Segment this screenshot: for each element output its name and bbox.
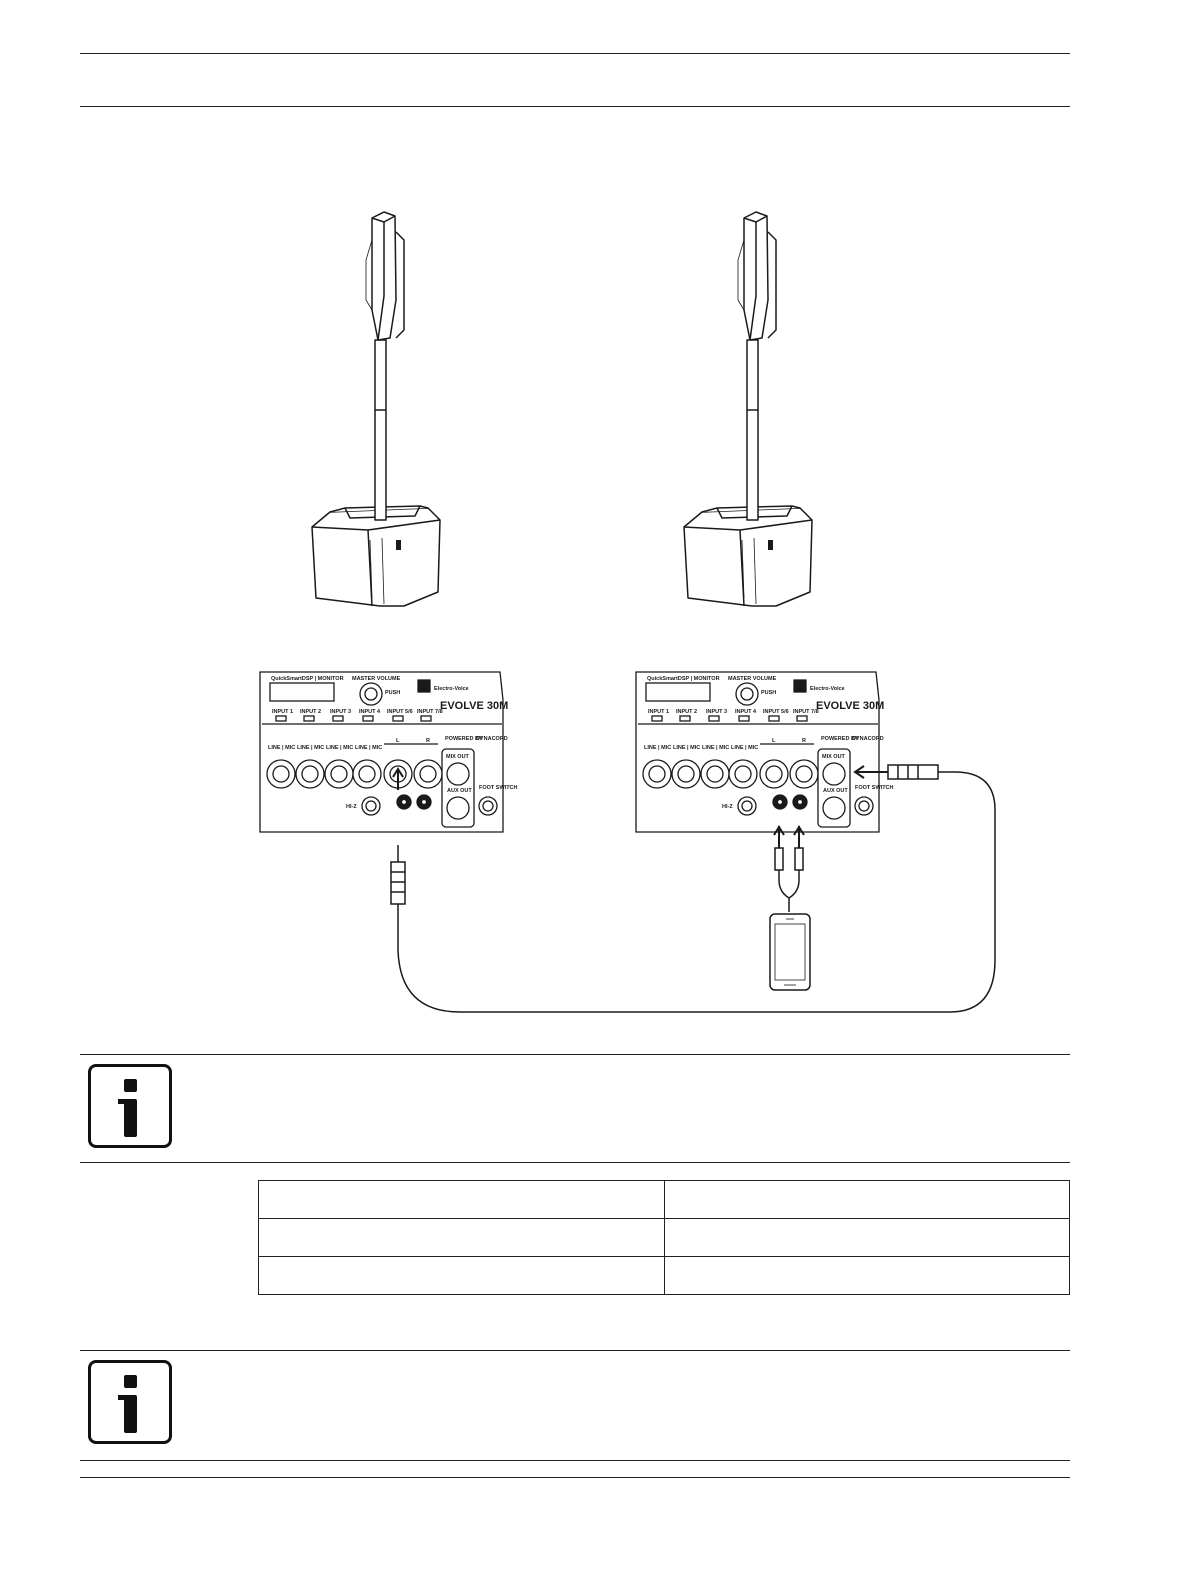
- input-2-left: INPUT 2: [300, 709, 321, 715]
- line-mic-2-right: LINE | MIC: [673, 745, 700, 751]
- header-rule-bottom: [80, 106, 1070, 107]
- rca-cables: [773, 825, 805, 912]
- connection-diagram: QuickSmartDSP | MONITOR MASTER VOLUME PU…: [259, 211, 996, 1013]
- foot-switch-right: FOOT SWITCH: [855, 785, 894, 791]
- quick-label-right: QuickSmartDSP | MONITOR: [647, 676, 720, 682]
- line-mic-3-right: LINE | MIC: [702, 745, 729, 751]
- right-label-left: R: [426, 738, 430, 744]
- brand-left: Electro-Voice: [434, 686, 469, 692]
- table-cell: [258, 1180, 665, 1219]
- input-7-8-left: INPUT 7/8: [417, 709, 443, 715]
- speaker-left: [311, 211, 441, 607]
- powered-by-left: POWERED BY: [445, 736, 483, 742]
- dynacord-left: DYNACORD: [476, 736, 508, 742]
- table-cell: [664, 1256, 1070, 1295]
- input-7-8-right: INPUT 7/8: [793, 709, 819, 715]
- right-label-right: R: [802, 738, 806, 744]
- dynacord-right: DYNACORD: [852, 736, 884, 742]
- mix-out-right: MIX OUT: [822, 754, 846, 760]
- table-cell: [258, 1218, 665, 1257]
- smartphone-icon: [769, 913, 811, 991]
- input-5-6-right: INPUT 5/6: [763, 709, 789, 715]
- input-2-right: INPUT 2: [676, 709, 697, 715]
- foot-switch-left: FOOT SWITCH: [479, 785, 518, 791]
- line-mic-4-left: LINE | MIC: [355, 745, 382, 751]
- note-rule-top-2: [80, 1350, 1070, 1351]
- line-mic-3-left: LINE | MIC: [326, 745, 353, 751]
- xlr-cable: [390, 764, 996, 1013]
- aux-out-right: AUX OUT: [823, 788, 848, 794]
- rear-panel-right: [635, 671, 880, 833]
- input-1-left: INPUT 1: [272, 709, 293, 715]
- rear-panel-left: [259, 671, 504, 833]
- note-rule-top-1: [80, 1054, 1070, 1055]
- mix-out-left: MIX OUT: [446, 754, 470, 760]
- model-right: EVOLVE 30M: [816, 700, 884, 712]
- powered-by-right: POWERED BY: [821, 736, 859, 742]
- table-cell: [664, 1218, 1070, 1257]
- input-3-right: INPUT 3: [706, 709, 727, 715]
- input-arrow-left: [392, 767, 404, 790]
- input-1-right: INPUT 1: [648, 709, 669, 715]
- master-volume-left: MASTER VOLUME: [352, 676, 401, 682]
- master-volume-right: MASTER VOLUME: [728, 676, 777, 682]
- quick-label-left: QuickSmartDSP | MONITOR: [271, 676, 344, 682]
- header-rule-top: [80, 53, 1070, 54]
- input-4-left: INPUT 4: [359, 709, 381, 715]
- line-mic-1-left: LINE | MIC: [268, 745, 295, 751]
- model-left: EVOLVE 30M: [440, 700, 508, 712]
- table-row: [258, 1218, 1070, 1257]
- left-label-right: L: [772, 738, 776, 744]
- input-4-right: INPUT 4: [735, 709, 757, 715]
- info-icon: [88, 1064, 172, 1148]
- aux-out-left: AUX OUT: [447, 788, 472, 794]
- info-icon: [88, 1360, 172, 1444]
- input-5-6-left: INPUT 5/6: [387, 709, 413, 715]
- hi-z-left: HI-Z: [346, 804, 357, 810]
- speaker-right: [683, 211, 813, 607]
- footer-rule: [80, 1477, 1070, 1478]
- input-3-left: INPUT 3: [330, 709, 351, 715]
- table-row: [258, 1180, 1070, 1219]
- note-rule-bottom-1: [80, 1162, 1070, 1163]
- brand-right: Electro-Voice: [810, 686, 845, 692]
- line-mic-1-right: LINE | MIC: [644, 745, 671, 751]
- table-row: [258, 1256, 1070, 1295]
- line-mic-4-right: LINE | MIC: [731, 745, 758, 751]
- table-cell: [258, 1256, 665, 1295]
- note-rule-bottom-2: [80, 1460, 1070, 1461]
- line-mic-2-left: LINE | MIC: [297, 745, 324, 751]
- push-left: PUSH: [385, 690, 400, 696]
- spec-table: [258, 1180, 1070, 1295]
- push-right: PUSH: [761, 690, 776, 696]
- hi-z-right: HI-Z: [722, 804, 733, 810]
- left-label-left: L: [396, 738, 400, 744]
- table-cell: [664, 1180, 1070, 1219]
